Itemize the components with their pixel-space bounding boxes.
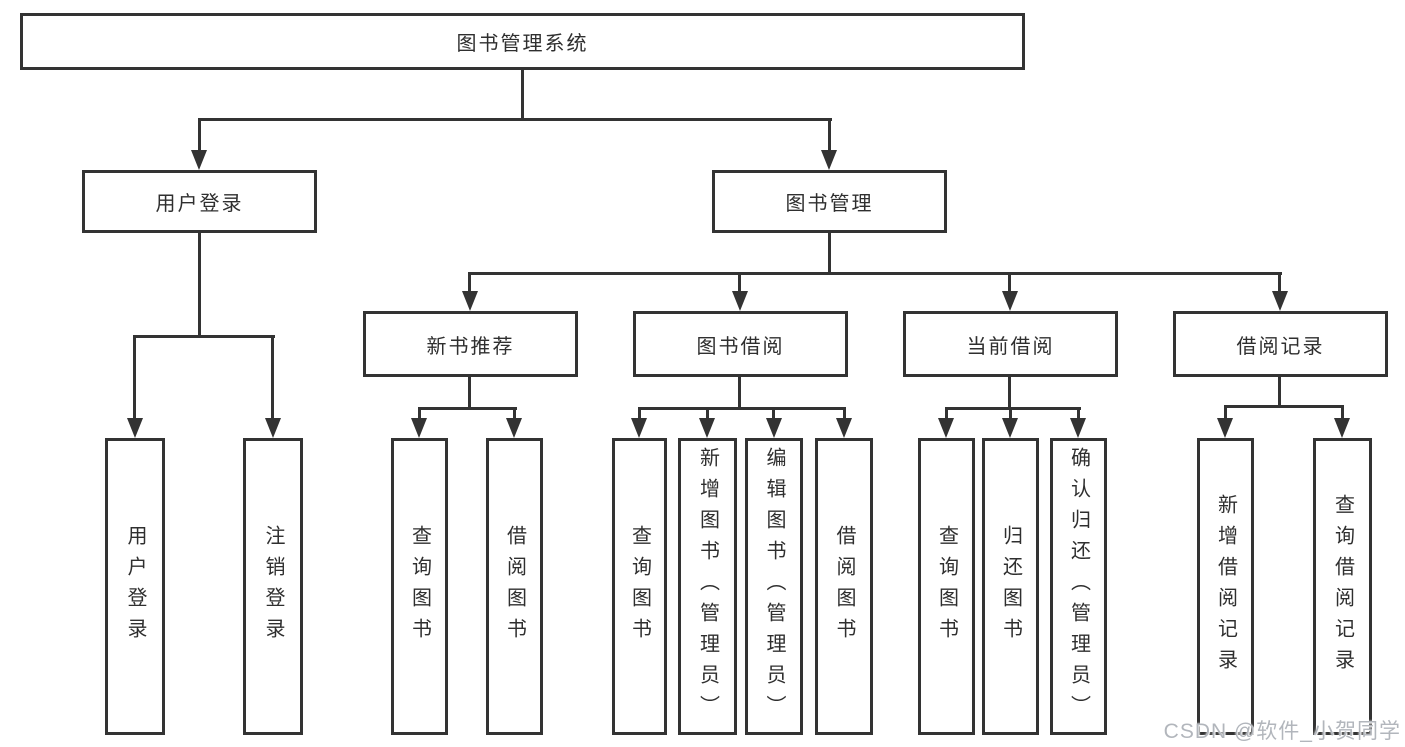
node-user-login: 用户登录 xyxy=(82,170,317,233)
node-book-management: 图书管理 xyxy=(712,170,947,233)
arrow-down-icon xyxy=(836,418,852,438)
connector-line xyxy=(198,118,201,152)
leaf-query-borrow-record: 查询借阅记录 xyxy=(1313,438,1372,735)
connector-line xyxy=(638,407,641,420)
connector-line xyxy=(828,233,831,272)
node-current-borrow: 当前借阅 xyxy=(903,311,1118,377)
leaf-borrow-books: 借阅图书 xyxy=(815,438,873,735)
arrow-down-icon xyxy=(1070,418,1086,438)
arrow-down-icon xyxy=(1217,418,1233,438)
arrow-down-icon xyxy=(191,150,207,170)
arrow-down-icon xyxy=(506,418,522,438)
connector-line xyxy=(198,233,201,335)
connector-line xyxy=(133,335,275,338)
leaf-query-books: 查询图书 xyxy=(918,438,975,735)
connector-line xyxy=(133,335,136,420)
connector-line xyxy=(521,70,524,118)
node-new-book-recommend: 新书推荐 xyxy=(363,311,578,377)
connector-line xyxy=(1224,405,1227,420)
arrow-down-icon xyxy=(631,418,647,438)
arrow-down-icon xyxy=(821,150,837,170)
leaf-user-login: 用户登录 xyxy=(105,438,165,735)
arrow-down-icon xyxy=(462,291,478,311)
leaf-add-book-admin: 新增图书（管理员） xyxy=(678,438,737,735)
connector-line xyxy=(706,407,709,420)
connector-line xyxy=(828,118,831,152)
arrow-down-icon xyxy=(265,418,281,438)
arrow-down-icon xyxy=(411,418,427,438)
arrow-down-icon xyxy=(1334,418,1350,438)
connector-line xyxy=(945,407,1081,410)
connector-line xyxy=(418,407,517,410)
leaf-query-books: 查询图书 xyxy=(612,438,667,735)
connector-line xyxy=(1278,272,1281,294)
node-root: 图书管理系统 xyxy=(20,13,1025,70)
connector-line xyxy=(772,407,775,420)
arrow-down-icon xyxy=(1002,418,1018,438)
connector-line xyxy=(1077,407,1080,420)
leaf-confirm-return-admin: 确认归还（管理员） xyxy=(1050,438,1107,735)
connector-line xyxy=(468,272,471,294)
connector-line xyxy=(638,407,846,410)
connector-line xyxy=(271,335,274,420)
arrow-down-icon xyxy=(938,418,954,438)
connector-line xyxy=(1009,407,1012,420)
connector-line xyxy=(738,377,741,407)
arrow-down-icon xyxy=(1272,291,1288,311)
node-book-borrow: 图书借阅 xyxy=(633,311,848,377)
leaf-query-books: 查询图书 xyxy=(391,438,448,735)
arrow-down-icon xyxy=(1002,291,1018,311)
arrow-down-icon xyxy=(766,418,782,438)
connector-line xyxy=(945,407,948,420)
connector-line xyxy=(468,272,1282,275)
leaf-borrow-books: 借阅图书 xyxy=(486,438,543,735)
connector-line xyxy=(1341,405,1344,420)
arrow-down-icon xyxy=(732,291,748,311)
leaf-add-borrow-record: 新增借阅记录 xyxy=(1197,438,1254,735)
connector-line xyxy=(513,407,516,420)
leaf-return-books: 归还图书 xyxy=(982,438,1039,735)
arrow-down-icon xyxy=(127,418,143,438)
node-borrow-record: 借阅记录 xyxy=(1173,311,1388,377)
connector-line xyxy=(1224,405,1344,408)
connector-line xyxy=(1278,377,1281,405)
connector-line xyxy=(843,407,846,420)
connector-line xyxy=(1008,377,1011,407)
arrow-down-icon xyxy=(699,418,715,438)
connector-line xyxy=(468,377,471,407)
connector-line xyxy=(738,272,741,294)
connector-line xyxy=(1008,272,1011,294)
leaf-edit-book-admin: 编辑图书（管理员） xyxy=(745,438,803,735)
connector-line xyxy=(198,118,832,121)
connector-line xyxy=(418,407,421,420)
leaf-logout: 注销登录 xyxy=(243,438,303,735)
watermark: CSDN @软件_小贺同学 xyxy=(1163,720,1401,743)
